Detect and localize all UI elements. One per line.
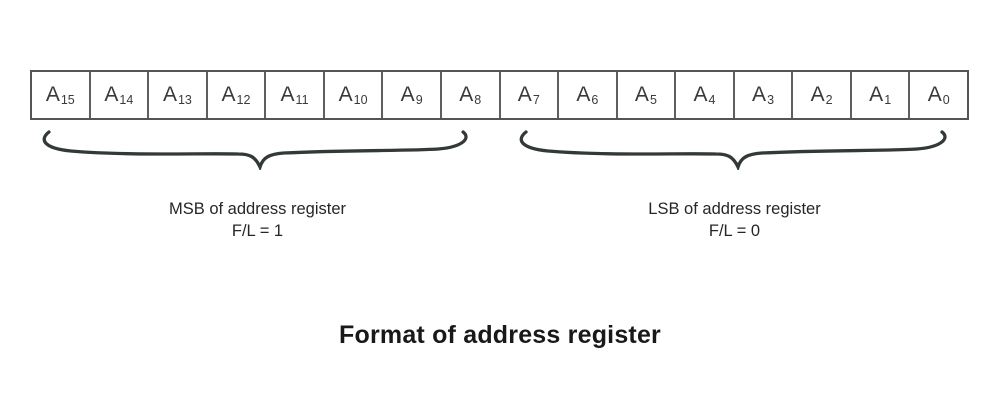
bit-subscript: 1 <box>884 93 892 107</box>
bit-subscript: 11 <box>295 93 309 107</box>
msb-underbrace <box>35 128 478 170</box>
bit-subscript: 0 <box>942 93 950 107</box>
brace-path <box>519 130 947 170</box>
bit-subscript: 8 <box>474 93 482 107</box>
bit-letter: A <box>634 83 649 106</box>
bit-letter: A <box>280 83 295 106</box>
lsb-underbrace <box>512 128 957 170</box>
lsb-group-label: LSB of address register F/L = 0 <box>512 199 957 242</box>
bit-subscript: 9 <box>415 93 423 107</box>
msb-label-line1: MSB of address register <box>169 200 346 218</box>
lsb-label-line2: F/L = 0 <box>708 221 761 240</box>
lsb-label-line1: LSB of address register <box>648 200 821 218</box>
bit-letter: A <box>459 83 474 106</box>
bit-letter: A <box>338 83 353 106</box>
bit-letter: A <box>810 83 825 106</box>
brace-curve-svg <box>519 130 947 170</box>
bit-letter: A <box>162 83 177 106</box>
bit-letter: A <box>45 83 60 106</box>
bit-subscript: 14 <box>119 93 134 107</box>
bit-letter: A <box>221 83 236 106</box>
msb-group-label: MSB of address register F/L = 1 <box>35 199 480 242</box>
bit-letter: A <box>869 83 884 106</box>
bit-subscript: 2 <box>825 93 833 107</box>
msb-label-line2: F/L = 1 <box>231 221 284 240</box>
bit-subscript: 13 <box>177 93 192 107</box>
brace-path <box>42 130 468 170</box>
bit-subscript: 7 <box>532 93 540 107</box>
brace-curve-svg <box>42 130 468 170</box>
bit-subscript: 12 <box>236 93 251 107</box>
bit-letter: A <box>752 83 767 106</box>
bit-subscript: 15 <box>60 93 75 107</box>
bit-subscript: 3 <box>767 93 775 107</box>
bit-letter: A <box>104 83 119 106</box>
bit-subscript: 10 <box>353 93 368 107</box>
bit-letter: A <box>927 83 942 106</box>
bit-subscript: 4 <box>708 93 716 107</box>
bit-letter: A <box>693 83 708 106</box>
bit-letter: A <box>517 83 532 106</box>
diagram-title: Format of address register <box>339 321 661 349</box>
bit-subscript: 6 <box>591 93 599 107</box>
bit-subscript: 5 <box>649 93 657 107</box>
bit-letter: A <box>400 83 415 106</box>
bit-letter: A <box>576 83 591 106</box>
